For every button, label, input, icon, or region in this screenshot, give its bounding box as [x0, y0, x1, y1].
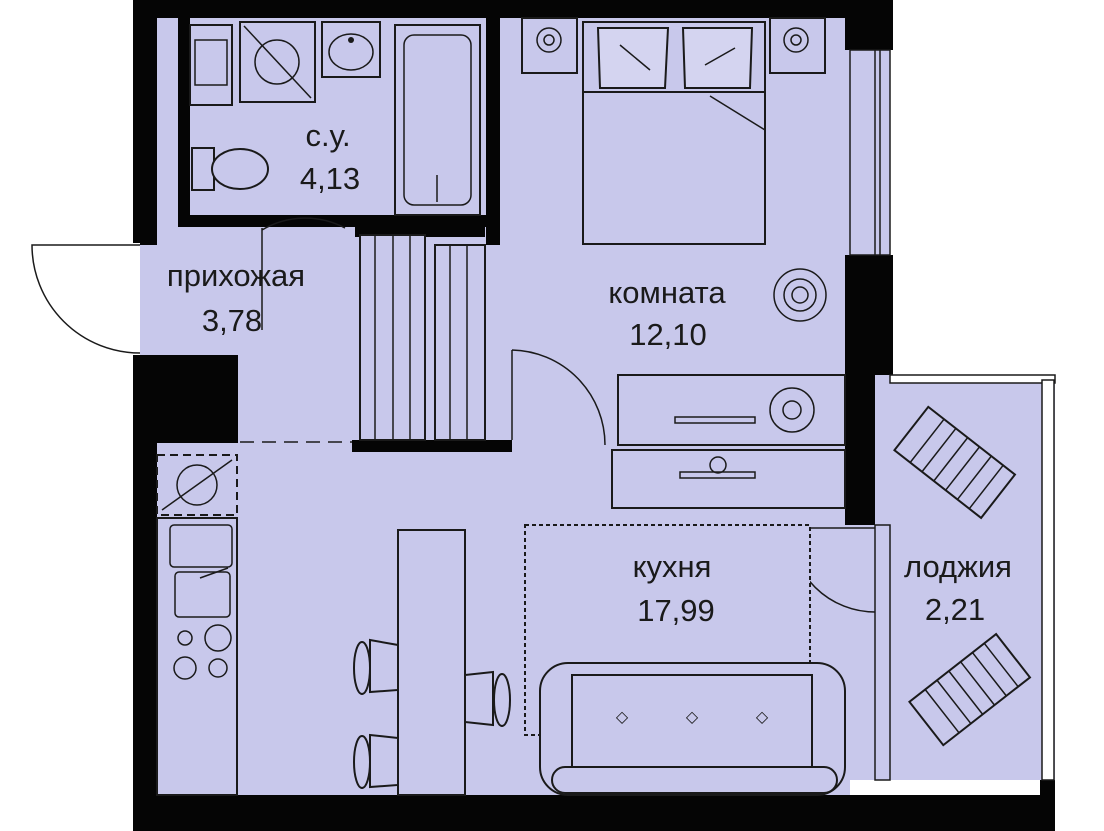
- electric-panel-icon: [156, 454, 238, 516]
- kitchen-sink-icon: [169, 524, 233, 618]
- walls: [133, 0, 1055, 831]
- door-icon: [30, 217, 876, 613]
- room-label-bathroom: с.у. 4,13: [300, 118, 360, 196]
- room-name: лоджия: [904, 549, 1012, 584]
- room-label-hallway: прихожая 3,78: [167, 258, 305, 338]
- room-area: 4,13: [300, 161, 360, 196]
- kitchen-counter: [156, 517, 238, 796]
- svg-text:◇: ◇: [756, 707, 769, 726]
- room-label-kitchen: кухня 17,99: [633, 549, 715, 628]
- room-area: 3,78: [202, 303, 262, 338]
- room-name: комната: [608, 275, 726, 310]
- room-name: с.у.: [305, 118, 350, 153]
- sink-icon: [321, 21, 381, 78]
- sofa-icon: ◇ ◇ ◇: [539, 662, 846, 796]
- pillow-icon: [596, 27, 766, 131]
- room-area: 12,10: [629, 317, 707, 352]
- desk-icon: [611, 374, 846, 509]
- svg-text:◇: ◇: [616, 707, 629, 726]
- svg-text:◇: ◇: [686, 707, 699, 726]
- bathtub-icon: [394, 24, 481, 216]
- room-name: прихожая: [167, 258, 305, 293]
- bar-counter: [397, 529, 466, 796]
- windows: [849, 49, 1056, 781]
- room-label-bedroom: комната 12,10: [608, 275, 726, 352]
- room-name: кухня: [633, 549, 712, 584]
- cabinet-icon: [189, 24, 233, 106]
- toilet-icon: [191, 147, 269, 191]
- room-area: 17,99: [637, 593, 715, 628]
- lounger-icon: [893, 405, 1032, 747]
- nightstand-icon: [521, 17, 826, 74]
- bar-chair-icon: [353, 638, 511, 789]
- washing-machine-icon: [239, 21, 316, 103]
- room-label-loggia: лоджия 2,21: [904, 549, 1012, 627]
- wardrobe-icon: [240, 234, 486, 443]
- stove-icon: [173, 624, 232, 680]
- room-area: 2,21: [925, 592, 985, 627]
